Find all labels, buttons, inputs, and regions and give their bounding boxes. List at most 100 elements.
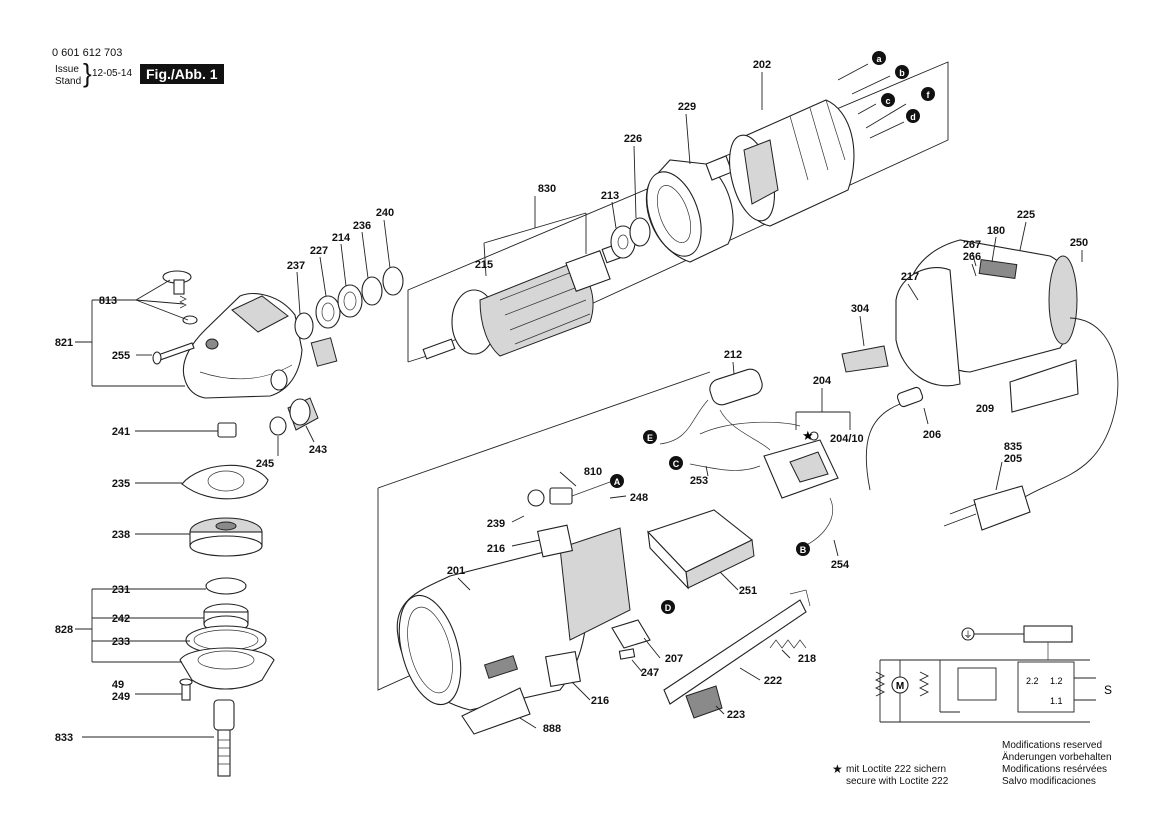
label-231: 231 (112, 584, 130, 596)
label-245: 245 (256, 458, 274, 470)
marker-f-icon (921, 87, 935, 101)
label-830: 830 (538, 183, 556, 195)
bearing-set-armature (294, 266, 404, 367)
callout-leaders (75, 72, 1083, 738)
label-266: 266 (963, 251, 981, 263)
marker-f: f (927, 90, 931, 100)
decal-304 (841, 345, 889, 373)
label-206: 206 (923, 429, 941, 441)
label-828: 828 (55, 624, 73, 636)
label-238: 238 (112, 529, 130, 541)
suppressor-212 (659, 368, 771, 451)
label-216-top: 216 (487, 543, 505, 555)
brace-glyph: } (83, 58, 92, 88)
figure-label: Fig./Abb. 1 (140, 64, 224, 84)
carbon-brush-set (837, 51, 935, 139)
slide-switch-223 (685, 685, 723, 719)
label-835: 835 (1004, 441, 1022, 453)
modifications-fr: Modifications resérvées (1002, 764, 1108, 775)
label-833: 833 (55, 732, 73, 744)
issue-label: Issue (55, 64, 79, 75)
label-254: 254 (831, 559, 850, 571)
star-note-icon: ★ (832, 762, 843, 776)
terminal-block-216-bottom (544, 650, 582, 688)
marker-B: B (800, 545, 807, 555)
label-233: 233 (112, 636, 130, 648)
on-off-switch-204 (763, 431, 839, 499)
label-235: 235 (112, 478, 130, 490)
marker-A: A (614, 477, 621, 487)
label-248: 248 (630, 492, 648, 504)
label-227: 227 (310, 245, 328, 257)
loctite-star-icon: ★ (802, 428, 814, 443)
label-888: 888 (543, 723, 561, 735)
spring-218 (769, 639, 807, 649)
label-247: 247 (641, 667, 659, 679)
switch-rod-222 (663, 589, 811, 705)
loctite-note-en: secure with Loctite 222 (846, 776, 949, 787)
modifications-es: Salvo modificaciones (1002, 776, 1096, 787)
modifications-en: Modifications reserved (1002, 740, 1103, 751)
mains-symbol: S (1104, 683, 1112, 697)
screw-249 (179, 678, 193, 701)
marker-E: E (647, 433, 653, 443)
marker-D: D (665, 603, 672, 613)
label-223: 223 (727, 709, 745, 721)
marker-B-icon (796, 542, 810, 556)
bearing-213 (610, 217, 651, 259)
crown-gear-238 (189, 517, 263, 557)
marker-a-icon (872, 51, 886, 65)
pinion-gear (269, 397, 319, 436)
armature-rotor (422, 242, 625, 360)
loctite-note-de: mit Loctite 222 sichern (846, 764, 947, 775)
label-217: 217 (901, 271, 919, 283)
field-stator (729, 99, 855, 227)
label-241: 241 (112, 426, 130, 438)
label-202: 202 (753, 59, 771, 71)
speed-label-right: 1.2 (1050, 676, 1063, 686)
ground-symbol-icon: ⏚ (963, 630, 972, 640)
marker-b: b (899, 68, 905, 78)
label-242: 242 (112, 613, 130, 625)
speed-label-left: 2.2 (1026, 676, 1039, 686)
clip-207 (611, 619, 651, 649)
label-201: 201 (447, 565, 465, 577)
spindle-833 (213, 699, 235, 777)
label-226: 226 (624, 133, 642, 145)
marker-d: d (910, 112, 916, 122)
label-239: 239 (487, 518, 505, 530)
screw-255 (152, 342, 195, 365)
label-304: 304 (851, 303, 870, 315)
mains-plug (943, 485, 1031, 531)
marker-c-icon (881, 93, 895, 107)
label-813: 813 (99, 295, 117, 307)
label-215: 215 (475, 259, 493, 271)
label-216-bottom: 216 (591, 695, 609, 707)
marker-d-icon (906, 109, 920, 123)
screw-247 (618, 648, 636, 660)
label-251: 251 (739, 585, 757, 597)
marker-D-icon (661, 600, 675, 614)
nameplate-888 (461, 687, 531, 735)
label-821: 821 (55, 337, 73, 349)
bearing-flange-828 (179, 647, 275, 690)
gear-head-housing (182, 293, 303, 399)
electronics-module-251 (647, 509, 755, 590)
label-49: 49 (112, 679, 124, 691)
label-222: 222 (764, 675, 782, 687)
label-204-10: 204/10 (830, 433, 864, 445)
label-250: 250 (1070, 237, 1088, 249)
spindle-lock-button (162, 270, 198, 325)
label-249: 249 (112, 691, 130, 703)
connector-markers (610, 430, 810, 614)
motor-housing-201 (396, 527, 631, 711)
marker-C: C (673, 459, 680, 469)
marker-b-icon (895, 65, 909, 79)
marker-E-icon (643, 430, 657, 444)
nameplate-209 (1009, 359, 1079, 413)
label-240: 240 (376, 207, 394, 219)
bearing-flange-235 (181, 464, 269, 500)
label-205: 205 (1004, 453, 1022, 465)
label-225: 225 (1017, 209, 1035, 221)
